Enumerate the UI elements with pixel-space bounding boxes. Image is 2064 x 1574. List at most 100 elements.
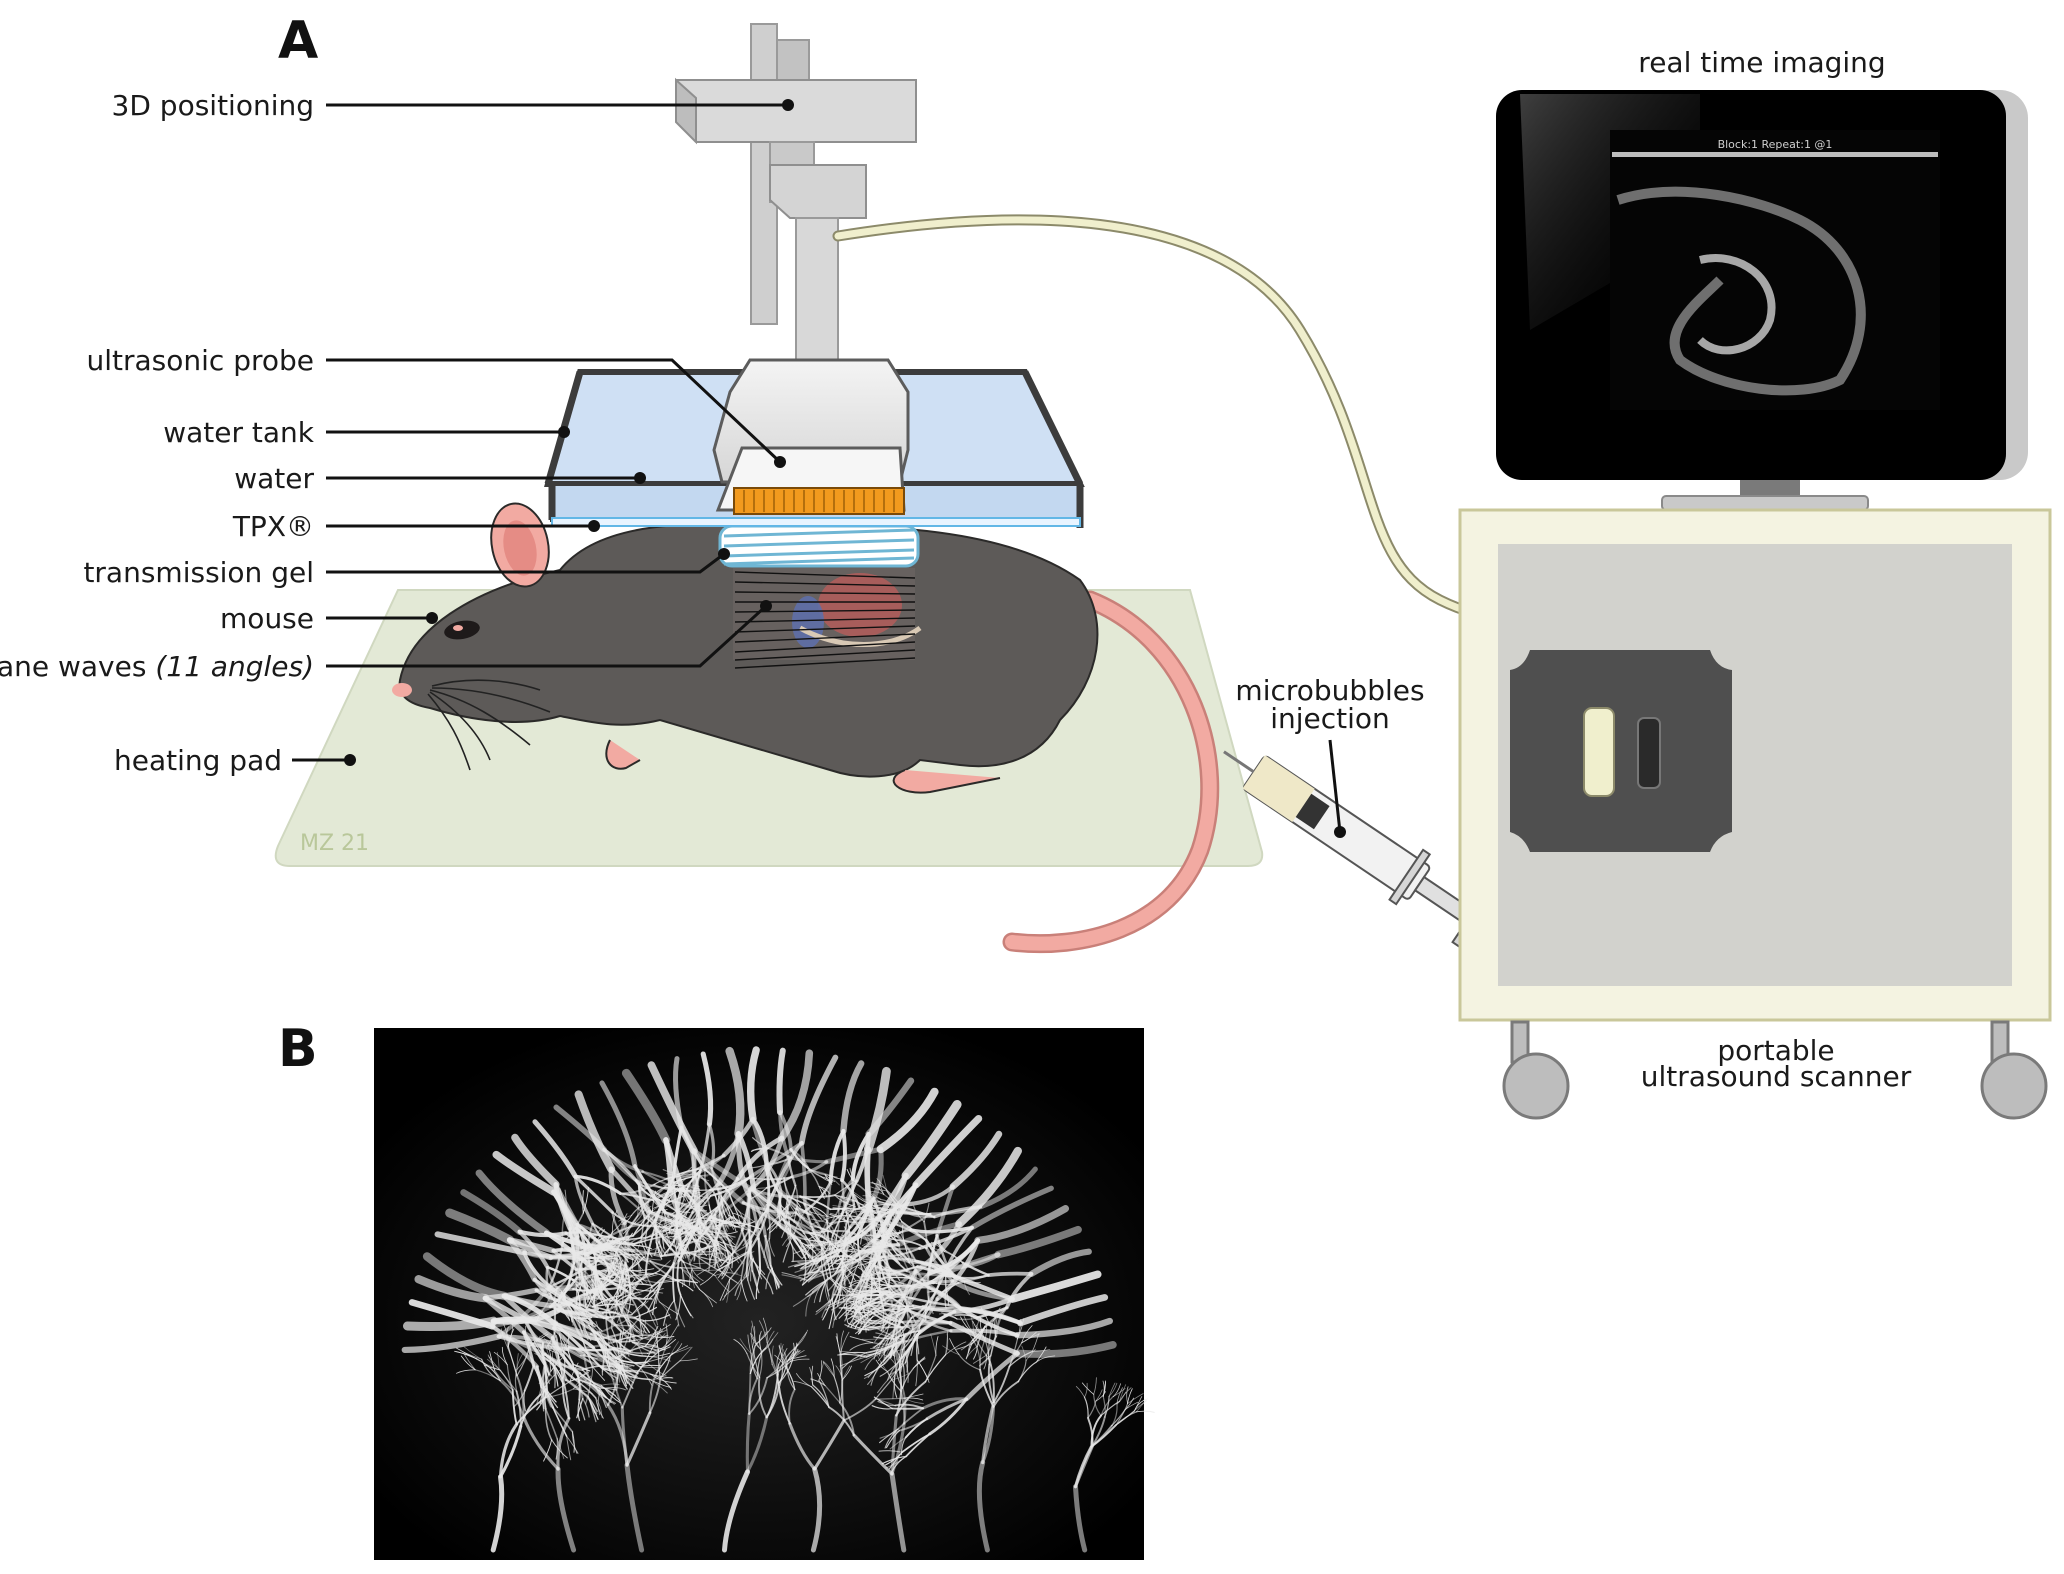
vessel-segment [801, 1269, 820, 1286]
vessel-segment [500, 1328, 509, 1349]
vessel-segment [641, 1286, 653, 1307]
vessel-segment [778, 1346, 783, 1365]
vessel-segment [572, 1375, 592, 1390]
vessel-segment [490, 1324, 547, 1357]
vessel-segment [973, 1320, 980, 1342]
vessel-segment [778, 1361, 788, 1384]
vessel-segment [656, 1352, 674, 1374]
vessel-segment [838, 1273, 855, 1284]
vessel-segment [798, 1054, 839, 1146]
vessel-segment [748, 1228, 752, 1260]
vessel-segment [644, 1226, 657, 1276]
vessel-segment [850, 1312, 876, 1318]
vessel-segment [597, 1393, 601, 1416]
vessel-segment [859, 1269, 883, 1278]
vessel-segment [779, 1205, 782, 1220]
vessel-segment [902, 1365, 905, 1389]
vessel-segment [1100, 1400, 1121, 1417]
vessel-segment [782, 1212, 805, 1234]
vessel-segment [632, 1341, 660, 1352]
vessel-segment [678, 1219, 692, 1236]
vessel-segment [962, 1325, 975, 1342]
vessel-segment [709, 1243, 715, 1262]
vessel-segment [854, 1131, 871, 1183]
vessel-segment [611, 1328, 620, 1361]
vessel-segment [807, 1167, 826, 1176]
vessel-segment [875, 1359, 888, 1372]
vessel-segment [832, 1207, 851, 1210]
vessel-segment [909, 1279, 955, 1288]
vessel-segment [904, 1417, 928, 1439]
vessel-segment [876, 1087, 939, 1154]
vessel-segment [659, 1360, 681, 1380]
vessel-segment [556, 1416, 571, 1471]
vessel-segment [900, 1220, 928, 1242]
vessel-segment [666, 1172, 681, 1177]
vessel-segment [516, 1353, 523, 1370]
vessel-segment [810, 1466, 823, 1553]
vessel-segment [759, 1320, 768, 1343]
vessel-segment [842, 1257, 856, 1273]
ultrasonic-probe [712, 358, 910, 515]
vessel-segment [562, 1351, 566, 1380]
vessel-segment [724, 1249, 733, 1273]
vessel-segment [590, 1281, 607, 1294]
vessel-segment [949, 1130, 1003, 1190]
vessel-segment [752, 1326, 756, 1348]
panel-label-a: A [278, 11, 318, 71]
vessel-segment [767, 1266, 781, 1285]
vessel-segment [622, 1280, 627, 1298]
vessel-segment [669, 1222, 692, 1232]
vessel-segment [672, 1262, 676, 1302]
vessel-segment [597, 1364, 617, 1375]
vessel-segment [854, 1302, 876, 1311]
vessel-segment [864, 1292, 876, 1311]
vessel-segment [667, 1211, 689, 1223]
vessel-segment [781, 1272, 809, 1282]
vessel-segment [625, 1289, 650, 1311]
vessel-segment [621, 1068, 671, 1145]
vessel-segment [781, 1213, 792, 1227]
vessel-segment [774, 1354, 787, 1368]
vessel-segment [619, 1291, 624, 1311]
panel-label-b: B [278, 1019, 318, 1079]
vessel-segment [660, 1190, 679, 1203]
vessel-segment [787, 1260, 816, 1268]
vessel-segment [695, 1240, 708, 1257]
vessel-segment [1017, 1319, 1021, 1340]
label-plane-waves-main: plane waves [0, 650, 155, 683]
vessel-segment [516, 1374, 525, 1419]
vessel-segment [1025, 1348, 1036, 1361]
vessel-segment [655, 1203, 667, 1214]
vessel-segment [847, 1322, 870, 1331]
vessel-segment [853, 1193, 869, 1204]
vessel-segment [765, 1332, 779, 1349]
vessel-segment [764, 1156, 793, 1166]
vessel-segment [885, 1455, 907, 1469]
vessel-segment [827, 1229, 859, 1237]
vessel-segment [875, 1276, 915, 1280]
vessel-segment [515, 1396, 547, 1426]
vessel-segment [776, 1047, 786, 1116]
vessel-segment [857, 1234, 877, 1238]
vessel-segment [810, 1386, 830, 1408]
vessel-segment [887, 1219, 900, 1245]
vessel-segment [568, 1261, 576, 1286]
vessel-segment [879, 1360, 900, 1377]
screen-header: Block:1 Repeat:1 @1 [1718, 138, 1833, 151]
vessel-segment [562, 1284, 570, 1302]
vessel-segment [879, 1223, 899, 1238]
vessel-segment [545, 1380, 571, 1398]
vessel-segment [634, 1201, 650, 1224]
vessel-segment [700, 1239, 712, 1256]
vessel-segment [685, 1239, 691, 1259]
vessel-segment [900, 1207, 936, 1218]
vessel-segment [745, 1415, 769, 1474]
vessel-segment [915, 1359, 918, 1387]
vessel-segment [958, 1353, 981, 1371]
vessel-segment [852, 1433, 894, 1476]
vessel-segment [619, 1330, 622, 1351]
vessel-segment [555, 1466, 577, 1553]
vessel-segment [713, 1188, 752, 1220]
